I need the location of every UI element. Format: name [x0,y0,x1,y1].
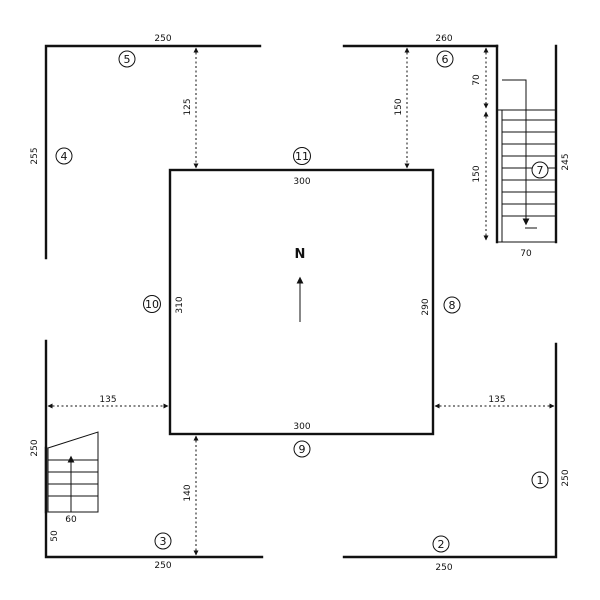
wall-7-length: 245 [561,153,571,170]
svg-text:4: 4 [61,150,68,163]
svg-text:8: 8 [449,299,456,312]
stairs-top-right [495,44,556,244]
wall-10-length: 310 [175,296,185,313]
wall-marker-9: 9 [293,440,311,458]
stair-bl-width-label: 60 [65,515,77,525]
svg-text:10: 10 [145,298,159,311]
stair-landing-label: 70 [472,74,482,86]
svg-text:5: 5 [124,53,131,66]
wall-marker-8: 8 [443,296,461,314]
svg-text:2: 2 [438,538,445,551]
wall-6-length: 260 [435,34,452,44]
wall-marker-4: 4 [55,147,73,165]
wall-5-4-corner [44,44,262,260]
svg-text:3: 3 [160,535,167,548]
wall-marker-3: 3 [154,532,172,550]
svg-text:1: 1 [537,474,544,487]
stair-run-label: 150 [472,165,482,182]
wall-4-length: 255 [30,147,40,164]
stair-bl-height-label: 250 [30,439,40,456]
wall-8-length: 290 [421,298,431,315]
wall-marker-2: 2 [432,535,450,553]
stair-bl-offset-label: 50 [50,530,60,542]
stair-width-label: 70 [520,249,532,259]
gap-top-right-label: 150 [394,98,404,115]
wall-1-2-corner [342,342,558,559]
svg-text:6: 6 [442,53,449,66]
gap-bottom-label: 140 [183,484,193,501]
wall-marker-11: 11 [293,147,311,165]
wall-marker-5: 5 [118,50,136,68]
central-room [168,168,435,436]
wall-9-length: 300 [293,422,310,432]
wall-marker-6: 6 [436,50,454,68]
stairs-bottom-left [44,431,99,514]
svg-text:7: 7 [537,164,544,177]
wall-marker-1: 1 [531,471,549,489]
wall-3-left-corner [44,339,264,559]
north-label: N [295,247,306,262]
gap-left-label: 135 [99,395,116,405]
wall-5-length: 250 [154,34,171,44]
svg-text:11: 11 [295,150,309,163]
gap-top-left-label: 125 [183,98,193,115]
wall-11-length: 300 [293,177,310,187]
wall-2-length: 250 [435,563,452,573]
wall-marker-10: 10 [143,295,161,313]
gap-right-label: 135 [488,395,505,405]
wall-marker-7: 7 [531,161,549,179]
svg-text:9: 9 [299,443,306,456]
wall-1-length: 250 [561,469,571,486]
wall-3-length: 250 [154,561,171,571]
